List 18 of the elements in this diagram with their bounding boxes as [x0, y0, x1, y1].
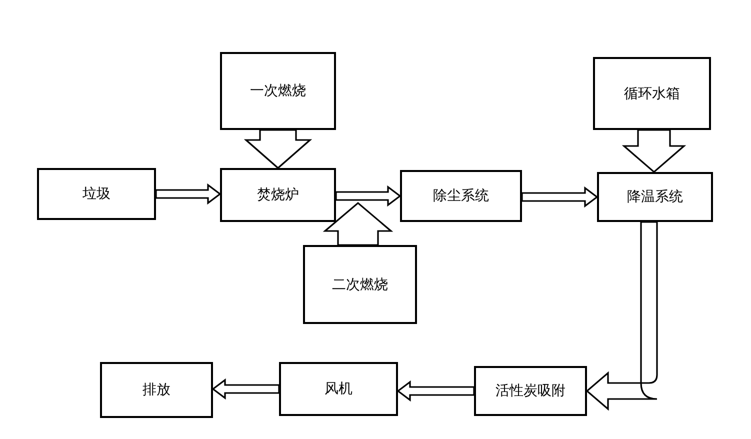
input-box: 一次燃烧	[220, 52, 336, 130]
input-box: 循环水箱	[593, 57, 711, 130]
hollow-arrow	[335, 185, 402, 207]
input-box: 二次燃烧	[303, 245, 417, 324]
process-box: 排放	[100, 362, 213, 418]
process-box: 除尘系统	[400, 170, 522, 222]
hollow-arrow	[622, 129, 686, 174]
process-box: 垃圾	[37, 168, 156, 220]
hollow-arrow	[396, 380, 475, 402]
process-box: 活性炭吸附	[474, 366, 587, 416]
process-box: 风机	[279, 362, 398, 416]
hollow-arrow	[212, 378, 280, 400]
process-box: 降温系统	[597, 172, 713, 222]
process-box: 焚烧炉	[220, 168, 336, 222]
hollow-arrow	[521, 186, 598, 208]
hollow-arrow	[244, 129, 312, 170]
hollow-arrow	[155, 183, 222, 205]
hollow-arrow	[322, 202, 394, 246]
